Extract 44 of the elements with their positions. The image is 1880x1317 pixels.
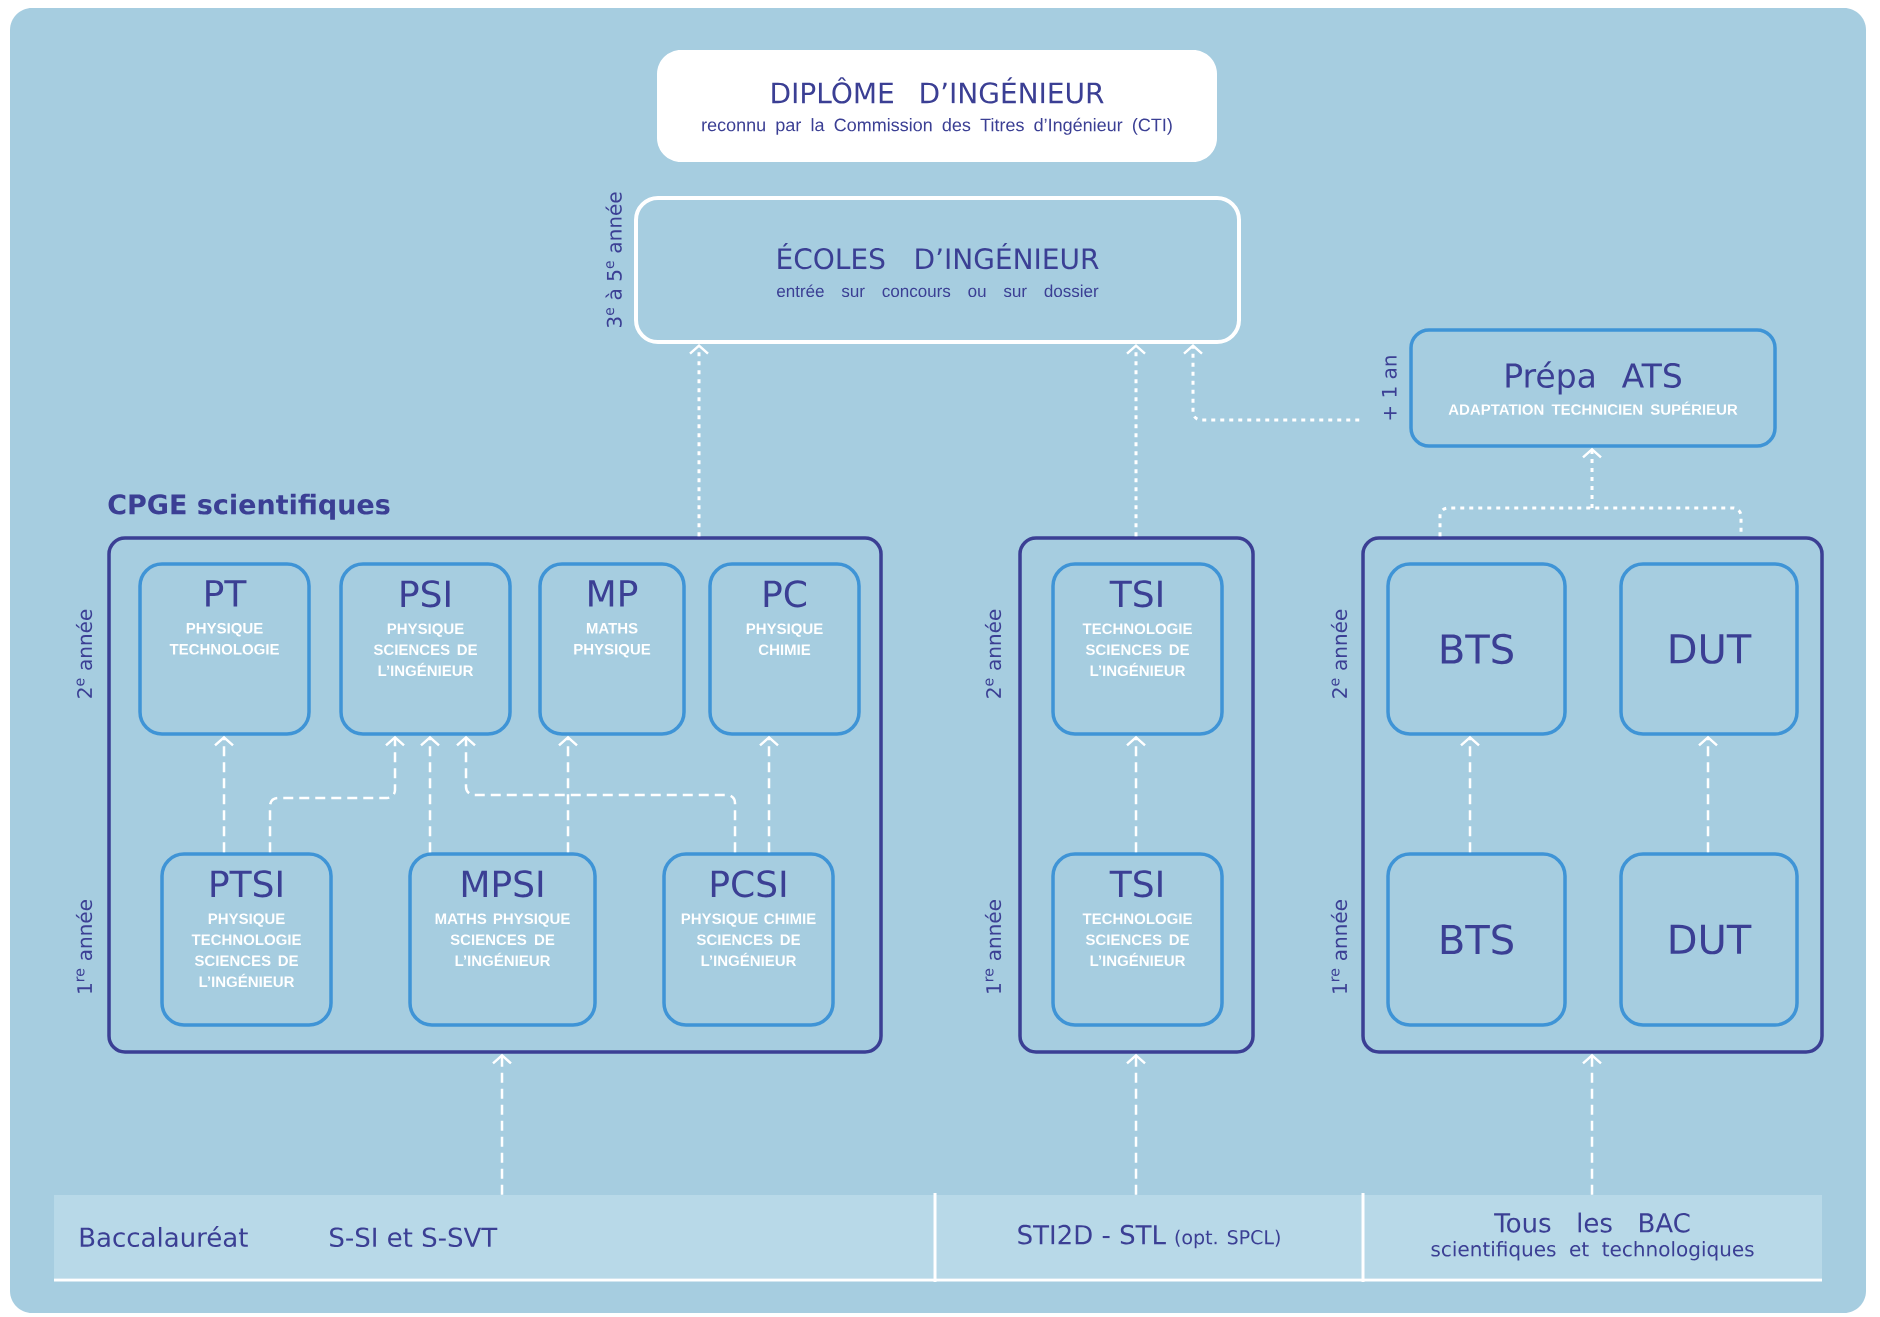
arrow [1698, 735, 1718, 853]
arrow [1126, 735, 1146, 853]
node-label: CPGE scientifiques [108, 493, 390, 520]
year-label: 1$^{re}$ année [1330, 900, 1348, 993]
program-box: TSI TECHNOLOGIE SCIENCES DE L’INGÉNIEUR [1051, 852, 1224, 1027]
arrow [1183, 344, 1360, 422]
year-label: 1$^{re}$ année [75, 900, 93, 993]
program-box: Prépa ATS ADAPTATION TECHNICIEN SUPÉRIEUR + 1 an [1381, 328, 1777, 448]
program-box: PCSI PHYSIQUE CHIMIE SCIENCES DE L’INGÉNIEUR [662, 852, 835, 1027]
program-box: MP MATHS PHYSIQUE [538, 562, 686, 736]
group-frame [1018, 536, 1255, 1054]
title-box: DIPLÔME D’INGÉNIEUR reconnu par la Commission des Titres d’Ingénieur (CTI) [657, 50, 1217, 162]
program-box: PSI PHYSIQUE SCIENCES DE L’INGÉNIEUR [339, 562, 512, 736]
program-box: MPSI MATHS PHYSIQUE SCIENCES DE L’INGÉNIEUR [408, 852, 597, 1027]
group-frame [1361, 536, 1824, 1054]
school-box: ÉCOLES D’INGÉNIEUR entrée sur concours ou sur dossier 3$^{e}$ à 5$^{e}$ année [605, 192, 1241, 344]
node-label: 3$^{e}$ à 5$^{e}$ année [605, 192, 622, 328]
program-box: DUT [1619, 562, 1799, 736]
node-label: + 1 an [1381, 356, 1397, 420]
year-label: 2$^{e}$ année [75, 609, 93, 698]
year-label: 1$^{re}$ année [984, 900, 1002, 993]
arrow [268, 735, 405, 853]
arrow [420, 735, 440, 853]
program-box: BTS [1386, 852, 1567, 1027]
arrow [456, 735, 737, 853]
arrow [1582, 1053, 1602, 1195]
arrow [1460, 735, 1480, 853]
arrow [558, 735, 578, 853]
arrow [689, 344, 709, 537]
arrow [214, 735, 234, 853]
arrow [759, 735, 779, 853]
program-box: PTSI PHYSIQUE TECHNOLOGIE SCIENCES DE L’INGÉNIEUR [160, 852, 333, 1027]
table-cell: STI2D - STL (opt. SPCL) [935, 1195, 1363, 1278]
arrow [1126, 344, 1146, 537]
table-cell: Tous les BAC scientifiques et technologiques [1363, 1195, 1822, 1278]
year-label: 2$^{e}$ année [984, 609, 1002, 698]
program-box: DUT [1619, 852, 1799, 1027]
arrow [1126, 1053, 1146, 1195]
arrow [492, 1053, 512, 1195]
program-box: PC PHYSIQUE CHIMIE [708, 562, 861, 736]
program-box: PT PHYSIQUE TECHNOLOGIE [138, 562, 311, 736]
year-label: 2$^{e}$ année [1330, 609, 1348, 698]
program-box: BTS [1386, 562, 1567, 736]
program-box: TSI TECHNOLOGIE SCIENCES DE L’INGÉNIEUR [1051, 562, 1224, 736]
